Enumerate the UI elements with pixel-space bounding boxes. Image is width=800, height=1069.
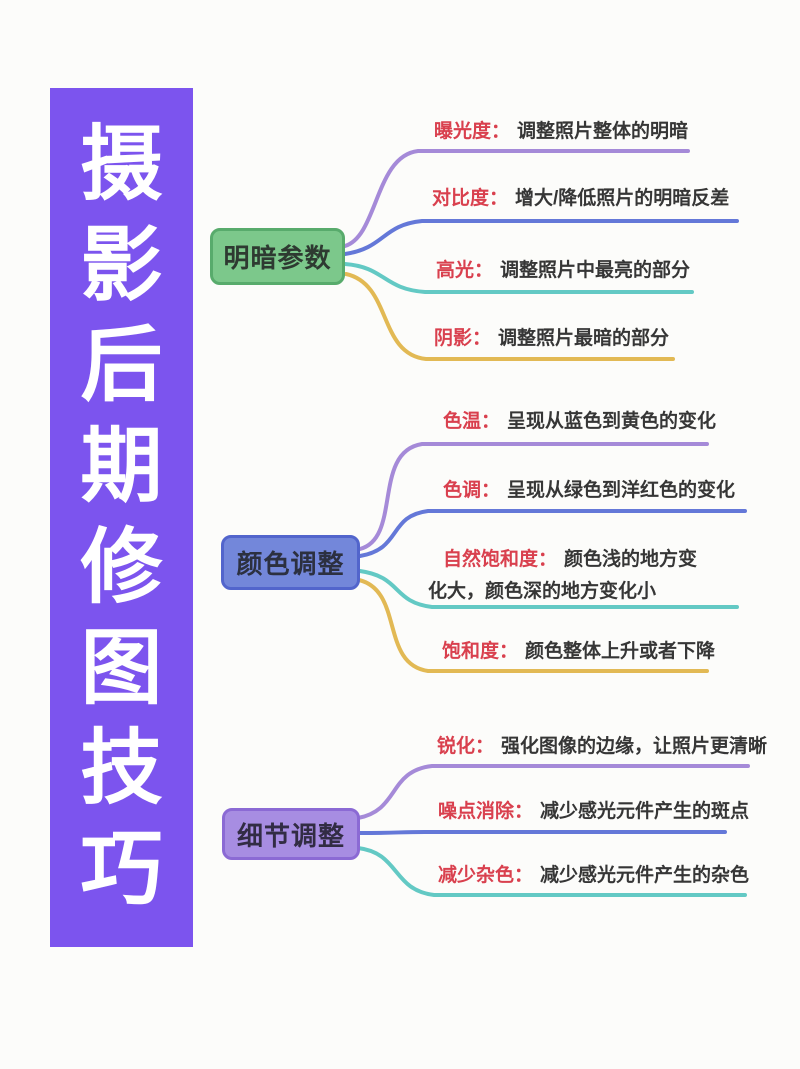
leaf-term: 曝光度：: [434, 121, 511, 142]
leaf-denoise: 噪点消除： 减少感光元件产生的斑点: [438, 801, 749, 823]
leaf-vibrance: 自然饱和度：颜色浅的地方变化大，颜色深的地方变化小: [428, 544, 708, 608]
leaf-desc: 呈现从绿色到洋红色的变化: [507, 480, 736, 501]
leaf-desc: 强化图像的边缘，让照片更清晰: [501, 736, 768, 757]
leaf-desc: 调整照片中最亮的部分: [500, 260, 691, 281]
title-char: 图: [80, 622, 163, 714]
leaf-term: 阴影：: [434, 328, 492, 349]
leaf-saturation: 饱和度： 颜色整体上升或者下降: [442, 641, 715, 663]
leaf-term: 饱和度：: [442, 641, 519, 662]
branch-node-detail-adjust: 细节调整: [222, 808, 360, 860]
branch-node-color-adjust: 颜色调整: [221, 535, 360, 590]
curve-saturation: [357, 578, 709, 673]
branch-node-light-params: 明暗参数: [210, 228, 345, 285]
curve-contrast: [343, 219, 739, 256]
leaf-tint: 色调： 呈现从绿色到洋红色的变化: [443, 480, 735, 502]
title-char: 技: [80, 723, 163, 815]
title-char: 摄: [80, 119, 163, 210]
leaf-desc: 调整照片最暗的部分: [498, 328, 670, 349]
title-char: 修: [80, 521, 163, 613]
title-char: 后: [80, 320, 163, 412]
leaf-highlight: 高光： 调整照片中最亮的部分: [436, 260, 690, 282]
leaf-desc: 调整照片整体的明暗: [517, 121, 689, 142]
leaf-term: 对比度：: [432, 188, 509, 209]
curve-vibrance: [358, 569, 739, 609]
leaf-exposure: 曝光度： 调整照片整体的明暗: [434, 121, 688, 143]
leaf-temperature: 色温： 呈现从蓝色到黄色的变化: [443, 411, 716, 433]
leaf-term: 高光：: [436, 260, 494, 281]
leaf-term: 减少杂色：: [438, 865, 534, 886]
title-char: 影: [80, 219, 163, 311]
leaf-desc: 呈现从蓝色到黄色的变化: [507, 411, 717, 432]
curve-highlight: [343, 262, 694, 294]
leaf-sharpen: 锐化： 强化图像的边缘，让照片更清晰: [437, 736, 767, 758]
curve-denoise: [358, 830, 727, 835]
curve-sharpen: [356, 764, 750, 820]
leaf-desc: 增大/降低照片的明暗反差: [515, 188, 730, 209]
curve-color-noise: [356, 846, 747, 897]
curve-temperature: [358, 442, 709, 551]
leaf-term: 色温：: [443, 411, 501, 432]
leaf-term: 色调：: [443, 480, 501, 501]
curve-shadow: [344, 272, 675, 361]
leaf-shadow: 阴影： 调整照片最暗的部分: [434, 328, 669, 350]
leaf-term: 自然饱和度：: [443, 549, 558, 570]
leaf-desc: 减少感光元件产生的斑点: [540, 801, 750, 822]
title-char: 巧: [80, 823, 163, 915]
title-char: 期: [80, 421, 163, 513]
leaf-desc: 颜色浅的地方变化大，颜色深的地方变化小: [428, 549, 698, 602]
leaf-desc: 减少感光元件产生的杂色: [540, 865, 750, 886]
leaf-term: 锐化：: [437, 736, 495, 757]
curve-exposure: [343, 149, 690, 248]
leaf-color-noise: 减少杂色： 减少感光元件产生的杂色: [438, 865, 749, 887]
leaf-contrast: 对比度： 增大/降低照片的明暗反差: [432, 188, 729, 210]
leaf-term: 噪点消除：: [438, 801, 534, 822]
curve-tint: [358, 509, 747, 558]
title-banner: 摄 影 后 期 修 图 技 巧: [50, 88, 193, 947]
leaf-desc: 颜色整体上升或者下降: [525, 641, 716, 662]
